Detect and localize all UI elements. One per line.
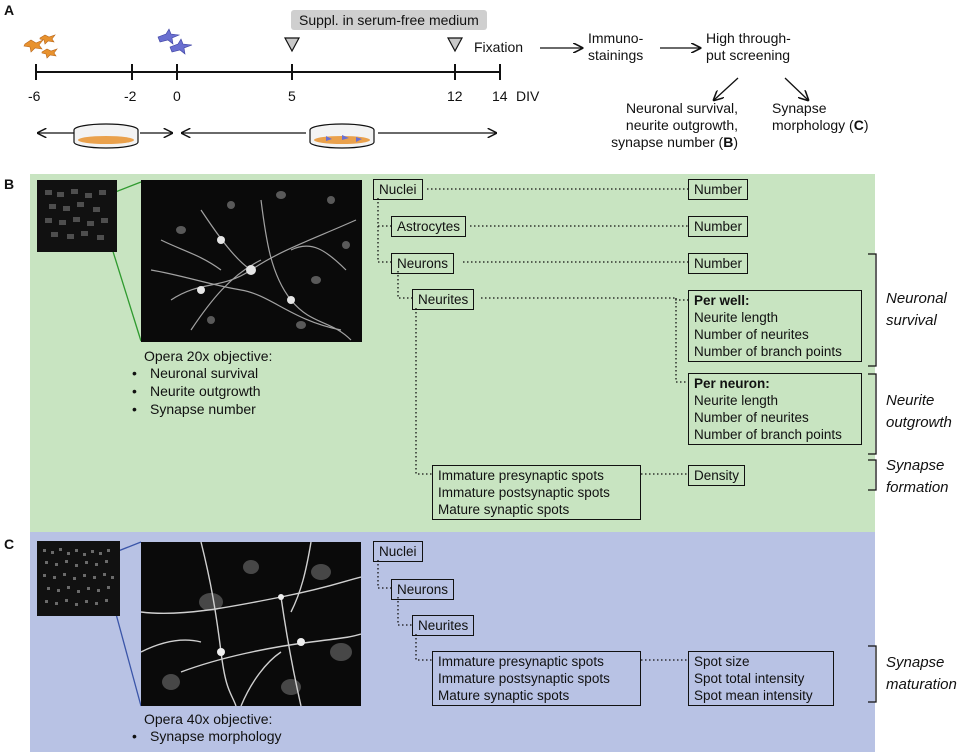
panel-label-b: B <box>4 176 15 192</box>
neurites-box: Neurites <box>412 289 475 310</box>
bullet-list-20x: •Neuronal survival •Neurite outgrowth •S… <box>132 365 261 417</box>
hts-label: High through-put screening <box>706 30 791 63</box>
outcome-b-label: Neuronal survival, neurite outgrowth, sy… <box>611 100 738 150</box>
synaptic-spots-box: Immature presynaptic spots Immature post… <box>432 465 641 520</box>
micrograph-40x <box>141 542 361 706</box>
neurons-box: Neurons <box>391 253 455 274</box>
neurons-number-box: Number <box>688 253 749 274</box>
outcome-c-label: Synapse morphology (C) <box>772 100 869 133</box>
neurites-box-c: Neurites <box>412 615 475 636</box>
well-overview-thumbnail <box>37 180 117 252</box>
unit-label: DIV <box>516 88 540 104</box>
per-well-box: Per well: Neurite length Number of neuri… <box>688 290 862 362</box>
bullet-list-40x: •Synapse morphology <box>132 728 282 744</box>
immunostaining-label: Immuno-stainings <box>588 30 644 63</box>
panel-label-a: A <box>4 2 15 18</box>
per-neuron-box: Per neuron: Neurite length Number of neu… <box>688 373 862 445</box>
synaptic-spots-box-c: Immature presynaptic spots Immature post… <box>432 651 641 706</box>
panel-label-c: C <box>4 536 15 552</box>
tick-label: 14 <box>492 88 508 104</box>
neurons-box-c: Neurons <box>391 579 455 600</box>
tick-label: 5 <box>288 88 296 104</box>
astrocytes-box: Astrocytes <box>391 216 467 237</box>
spot-metrics-box: Spot size Spot total intensity Spot mean… <box>688 651 834 706</box>
caption-20x: Opera 20x objective: <box>144 348 273 364</box>
density-box: Density <box>688 465 746 486</box>
nuclei-number-box: Number <box>688 179 749 200</box>
nuclei-box-c: Nuclei <box>373 541 423 562</box>
tick-label: 12 <box>447 88 463 104</box>
well-overview-thumbnail-40x <box>37 541 120 616</box>
micrograph-20x <box>141 180 362 342</box>
tick-label: -2 <box>124 88 137 104</box>
tick-label: -6 <box>28 88 41 104</box>
tick-label: 0 <box>173 88 181 104</box>
astrocytes-number-box: Number <box>688 216 749 237</box>
nuclei-box: Nuclei <box>373 179 423 200</box>
fixation-label: Fixation <box>474 39 524 55</box>
caption-40x: Opera 40x objective: <box>144 711 273 727</box>
supplement-label: Suppl. in serum-free medium <box>291 10 487 30</box>
